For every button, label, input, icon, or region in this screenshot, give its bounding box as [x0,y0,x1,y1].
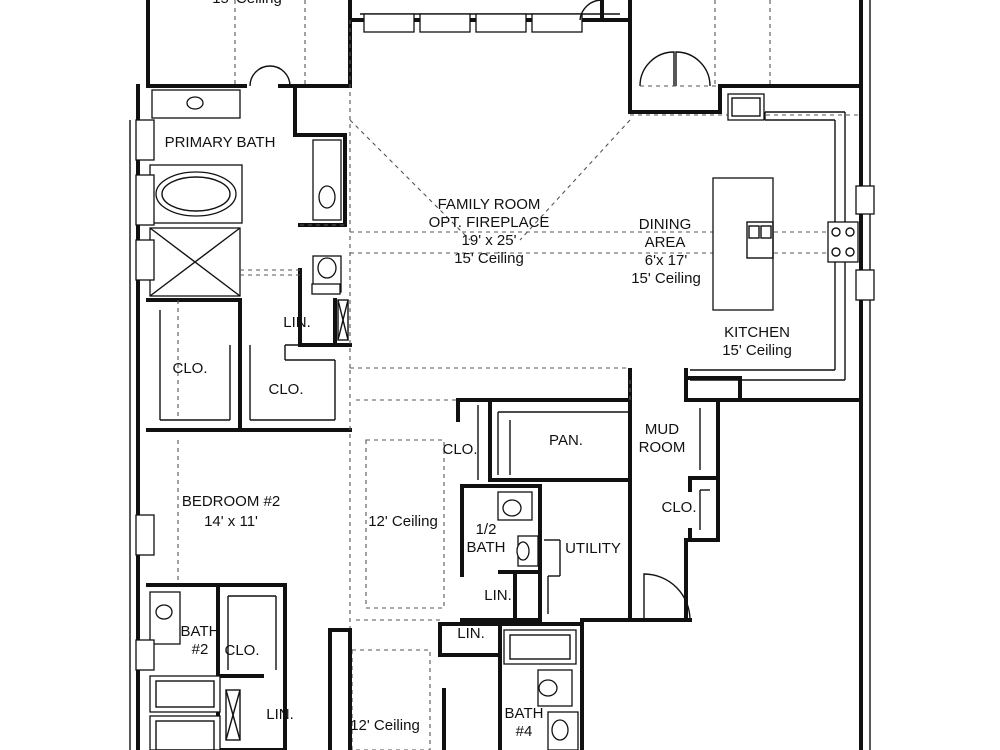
clo-hall-label: CLO. [442,441,478,458]
kitchen-ceiling: 15' Ceiling [722,342,792,359]
great-room-lines [349,20,875,402]
lin-primary-label: LIN. [283,314,311,331]
dining-label-1: DINING [638,216,692,233]
utility-label: UTILITY [565,540,621,557]
mud-room-label-2: ROOM [638,439,686,456]
family-room-ceiling: 15' Ceiling [454,250,524,267]
family-room-label: FAMILY ROOM [437,196,541,213]
bath4-label-2: #4 [515,723,533,740]
top-walls [146,0,863,114]
lin-hall-lower-label: LIN. [457,625,485,642]
clo-primary-right-label: CLO. [268,381,304,398]
bedroom2-walls [135,119,287,750]
kitchen-label: KITCHEN [724,324,790,341]
primary-closets [146,298,352,432]
lin-bath2-label: LIN. [266,706,294,723]
mud-room-label-1: MUD [644,421,680,438]
bath4-fixtures [503,618,584,750]
dining-size: 6'x 17' [644,252,688,269]
pantry-label: PAN. [549,432,583,449]
half-bath-label-2: BATH [466,539,506,556]
primary-bath-label: PRIMARY BATH [164,134,276,151]
primary-bath-walls [149,84,352,347]
family-room-size: 19' x 25' [461,232,517,249]
clo-bath2-label: CLO. [224,642,260,659]
half-bath-label-1: 1/2 [475,521,497,538]
hall-lines [328,370,584,750]
hall-ceiling-upper-label: 12' Ceiling [368,513,438,530]
bedroom2-size: 14' x 11' [204,513,258,530]
bath2-label-2: #2 [191,641,209,658]
service-walls [456,380,720,622]
family-room-note: OPT. FIREPLACE [428,214,550,231]
bath4-label-1: BATH [504,705,544,722]
clo-mud-label: CLO. [661,499,697,516]
clo-primary-left-label: CLO. [172,360,208,377]
bedroom2-label: BEDROOM #2 [181,493,281,510]
dining-ceiling: 15' Ceiling [631,270,701,287]
lin-half-bath-label: LIN. [484,587,512,604]
dining-label-2: AREA [644,234,686,251]
top-left-ceiling-label: 15' Ceiling [212,0,282,8]
bath2-label-1: BATH [180,623,220,640]
hall-ceiling-lower-label: 12' Ceiling [350,717,420,734]
